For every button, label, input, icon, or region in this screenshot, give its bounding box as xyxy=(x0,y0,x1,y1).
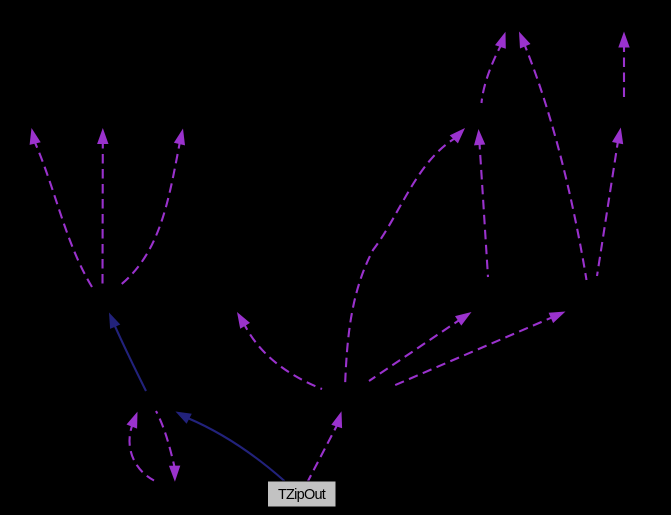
svg-text:TZipOut: TZipOut xyxy=(278,487,326,503)
